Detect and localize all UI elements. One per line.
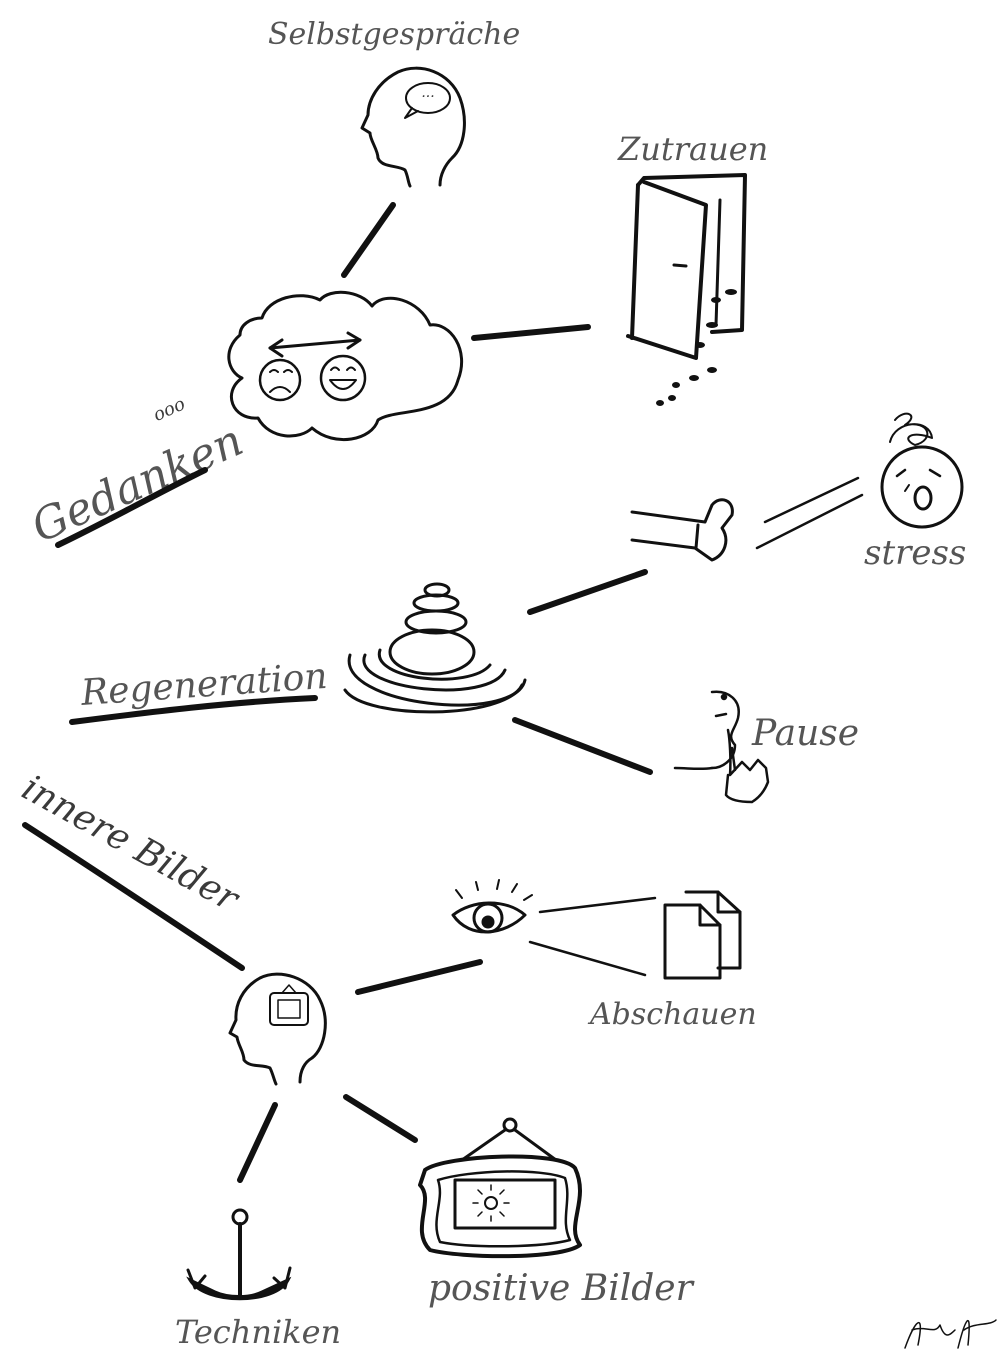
label-gedanken: Gedanken — [24, 415, 250, 553]
documents-icon — [665, 892, 740, 978]
label-positive-bilder: positive Bilder — [428, 1268, 695, 1309]
connector-head-picture — [346, 1097, 415, 1140]
eye-icon — [453, 880, 532, 932]
sad-face-icon — [260, 360, 300, 400]
label-stress: stress — [864, 533, 966, 573]
label-gedanken-bubbles: ooo — [150, 393, 188, 425]
signature — [905, 1320, 996, 1348]
stress-lines — [757, 478, 862, 548]
connector-head-anchor — [240, 1105, 275, 1180]
label-selbstgespraeche: Selbstgespräche — [268, 17, 520, 52]
label-zutrauen: Zutrauen — [617, 130, 768, 168]
label-abschauen: Abschauen — [587, 997, 757, 1032]
stressed-face-icon — [882, 414, 962, 527]
connector-head-eye — [358, 962, 480, 992]
label-techniken: Techniken — [175, 1313, 341, 1351]
thought-cloud-icon — [229, 292, 462, 439]
connector-cloud-door — [474, 327, 588, 338]
connector-stones-pause — [515, 720, 650, 772]
door-icon — [628, 175, 745, 406]
speech-bubble-icon: ··· — [405, 83, 450, 118]
anchor-icon — [188, 1210, 290, 1299]
stacked-stones-icon — [345, 584, 525, 712]
speech-dots: ··· — [421, 89, 434, 105]
connector-head-cloud — [344, 205, 393, 275]
label-pause: Pause — [751, 713, 859, 754]
sight-lines — [530, 898, 655, 975]
happy-face-icon — [321, 356, 365, 400]
connector-stones-foot — [530, 572, 645, 612]
framed-picture-icon — [420, 1119, 580, 1256]
head-with-picture-icon — [230, 974, 325, 1084]
foot-icon — [632, 500, 732, 560]
